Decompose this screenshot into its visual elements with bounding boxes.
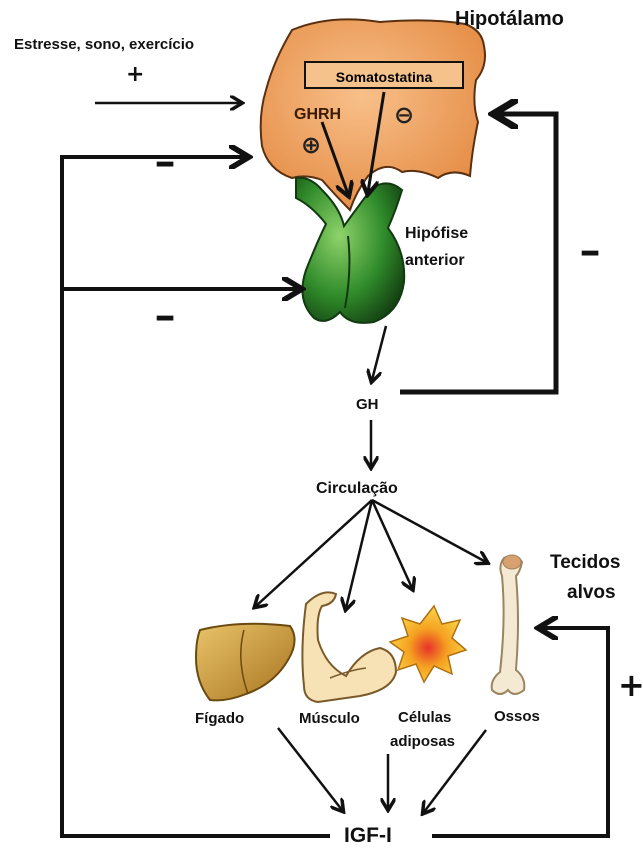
pituitary-label-line2: anterior: [405, 252, 465, 270]
igf-label: IGF-I: [340, 824, 396, 848]
igf-to-tissues-line: [432, 628, 608, 836]
gh-label: GH: [356, 396, 379, 413]
liver-label: Fígado: [195, 710, 244, 727]
liver-icon: [196, 624, 295, 701]
target-tissues-line1: Tecidos: [550, 552, 620, 574]
pituitary-to-gh-arrow: [372, 326, 386, 380]
somatostatin-inhibit-sign: ⊖: [394, 104, 414, 124]
circ-to-bone-arrow: [372, 500, 486, 562]
ghrh-stimulate-sign: ⊕: [301, 134, 321, 154]
circ-to-liver-arrow: [256, 500, 372, 606]
input-plus-sign: +: [126, 62, 144, 87]
muscle-label: Músculo: [299, 710, 360, 727]
circ-to-muscle-arrow: [346, 500, 372, 608]
ghrh-label: GHRH: [294, 106, 341, 124]
pituitary-label-line1: Hipófise: [405, 225, 468, 243]
fat-cell-icon: [390, 606, 466, 682]
circ-to-fat-arrow: [372, 500, 412, 588]
feedback-minus-pituitary: -: [154, 297, 177, 337]
inputs-label: Estresse, sono, exercício: [14, 36, 194, 53]
feedback-minus-hypothalamus: -: [154, 143, 177, 183]
feedback-minus-gh: -: [579, 232, 602, 272]
muscle-icon: [302, 592, 396, 702]
target-tissues-line2: alvos: [567, 582, 616, 604]
hypothalamus-label: Hipotálamo: [455, 8, 564, 31]
liver-to-igf-arrow: [278, 728, 342, 810]
igf-feedback-line: [62, 157, 330, 836]
circulation-label: Circulação: [316, 480, 398, 498]
fat-label-line2: adiposas: [390, 733, 455, 750]
fat-label-line1: Células: [398, 709, 451, 726]
feedback-plus-tissues: +: [618, 666, 643, 704]
somatostatin-box: Somatostatina: [304, 61, 464, 89]
bone-icon: [492, 556, 525, 694]
bones-label: Ossos: [494, 708, 540, 725]
